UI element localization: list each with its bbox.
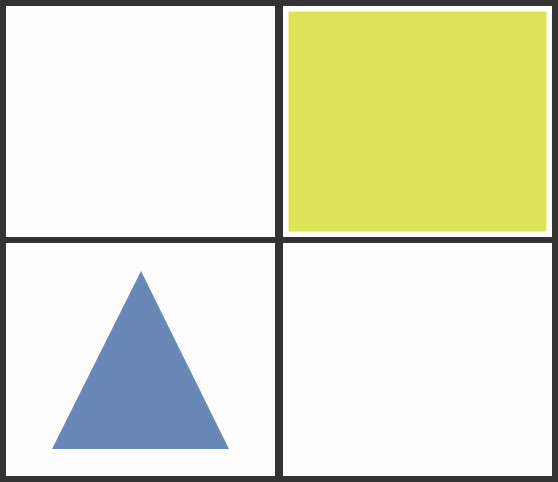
- grid-divider-horizontal: [0, 237, 558, 243]
- triangle-shape-container: [52, 271, 229, 449]
- triangle-shape: [52, 271, 229, 449]
- square-shape-container: [285, 8, 550, 235]
- grid-cell-bottom-left: [6, 243, 275, 476]
- grid-cell-top-left: [6, 6, 275, 237]
- grid-cell-bottom-right: [283, 243, 552, 476]
- square-shape: [285, 8, 550, 235]
- grid-cell-top-right: [283, 6, 552, 237]
